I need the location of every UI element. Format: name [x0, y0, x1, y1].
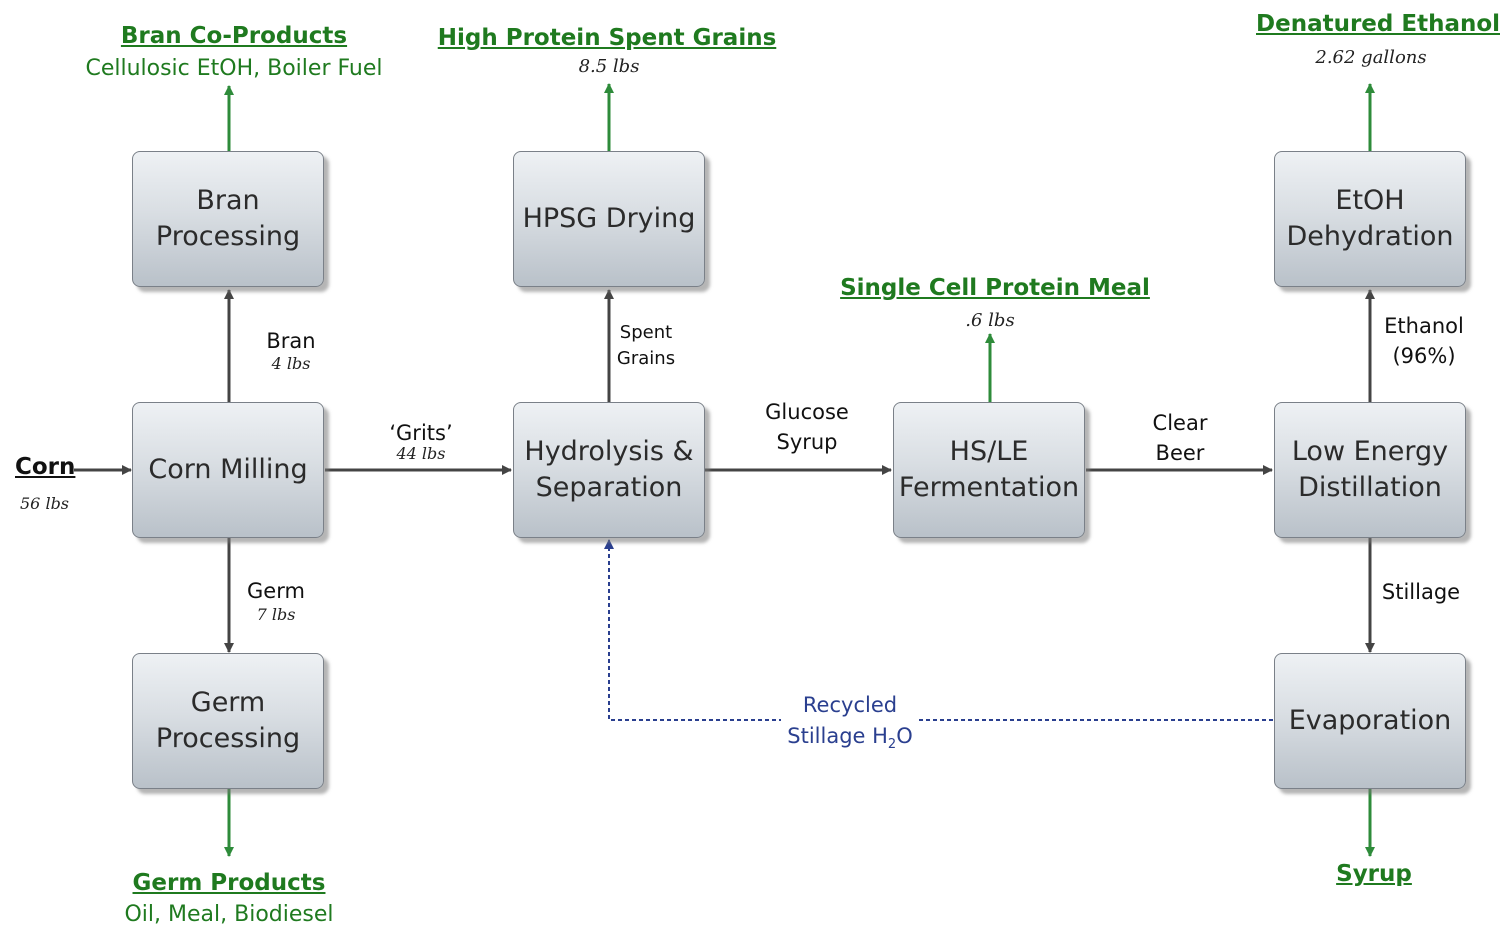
arrow-recycled-stillage [604, 539, 1273, 721]
fermentation-box: HS/LE Fermentation [893, 402, 1085, 538]
recycled-line2-suffix: O [896, 724, 913, 748]
hpsg-title: High Protein Spent Grains [437, 25, 777, 51]
flow-germ-qty: 7 lbs [256, 605, 296, 624]
flow-bran-label: Bran [266, 329, 316, 353]
flow-spent-grains-label: Spent Grains [616, 322, 676, 369]
corn-input-qty: 56 lbs [20, 494, 70, 513]
flow-grits-label: ‘Grits’ [389, 421, 453, 445]
germ-products-subtitle: Oil, Meal, Biodiesel [124, 902, 334, 927]
flow-germ-label: Germ [247, 579, 305, 603]
hpsg-qty: 8.5 lbs [578, 56, 640, 77]
hydrolysis-separation-box: Hydrolysis & Separation [513, 402, 705, 538]
scp-qty: .6 lbs [965, 310, 1015, 331]
flow-clear-beer-label: Clear Beer [1152, 411, 1208, 465]
ethanol-qty: 2.62 gallons [1315, 47, 1427, 68]
corn-milling-box: Corn Milling [132, 402, 324, 538]
syrup-title: Syrup [1336, 861, 1412, 887]
flow-grits-qty: 44 lbs [396, 444, 446, 463]
flow-glucose-syrup-label: Glucose Syrup [765, 400, 849, 454]
recycled-line2-prefix: Stillage H [787, 724, 888, 748]
bran-products-title: Bran Co-Products [120, 23, 348, 49]
ethanol-title: Denatured Ethanol [1256, 11, 1500, 37]
recycled-line2: Stillage H2O [785, 721, 915, 760]
bran-processing-box: Bran Processing [132, 151, 324, 287]
bran-products-subtitle: Cellulosic EtOH, Boiler Fuel [85, 56, 383, 81]
evaporation-box: Evaporation [1274, 653, 1466, 789]
recycled-subscript: 2 [887, 737, 897, 753]
flow-bran-qty: 4 lbs [271, 354, 311, 373]
germ-products-title: Germ Products [132, 870, 326, 896]
hpsg-drying-box: HPSG Drying [513, 151, 705, 287]
recycled-line1: Recycled [802, 693, 898, 717]
flow-stillage-label: Stillage [1381, 580, 1461, 604]
etoh-dehydration-box: EtOH Dehydration [1274, 151, 1466, 287]
distillation-box: Low Energy Distillation [1274, 402, 1466, 538]
flow-ethanol-label: Ethanol (96%) [1384, 314, 1464, 368]
corn-input-label: Corn [15, 454, 76, 480]
recycled-stillage-label: Recycled Stillage H2O [781, 690, 919, 761]
scp-title: Single Cell Protein Meal [840, 275, 1150, 301]
germ-processing-box: Germ Processing [132, 653, 324, 789]
